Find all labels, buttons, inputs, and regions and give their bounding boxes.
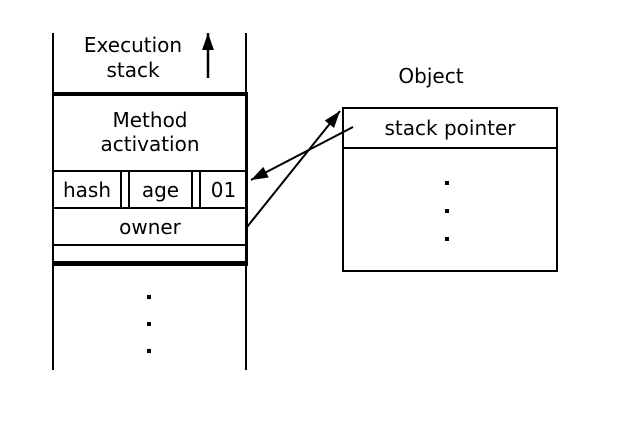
owner-field-cell: owner (52, 207, 248, 246)
stack-pointer-label: stack pointer (384, 116, 516, 140)
execution-stack-label-line1: Execution (83, 33, 183, 57)
object-ellipsis-dot (445, 209, 449, 213)
arrow-stack-pointer-to-stack (250, 126, 354, 181)
flag-01-field-label: 01 (210, 177, 237, 202)
object-ellipsis-dot (445, 181, 449, 185)
stack-ellipsis-dot (147, 349, 151, 353)
age-field-cell: age (128, 170, 193, 209)
method-activation-label-line1: Method (112, 108, 188, 132)
stack-ellipsis-dot (147, 295, 151, 299)
stack-ellipsis-dot (147, 322, 151, 326)
execution-stack-label: Execution stack (52, 33, 214, 83)
method-activation-label-line2: activation (100, 132, 200, 156)
age-field-label: age (141, 177, 180, 202)
stack-pointer-cell: stack pointer (344, 109, 556, 149)
object-box: stack pointer (342, 107, 558, 272)
method-activation-cell: Method activation (52, 94, 248, 172)
arrow-owner-to-object (246, 110, 341, 228)
stack-top-thick-divider (52, 92, 248, 96)
owner-field-label: owner (119, 214, 181, 239)
object-title: Object (398, 64, 464, 88)
execution-stack-label-line2: stack (106, 58, 160, 82)
object-ellipsis-dot (445, 237, 449, 241)
empty-slot-cell (52, 244, 248, 264)
flag-01-field-cell: 01 (199, 170, 248, 209)
hash-field-cell: hash (52, 170, 122, 209)
hash-field-label: hash (62, 177, 112, 202)
